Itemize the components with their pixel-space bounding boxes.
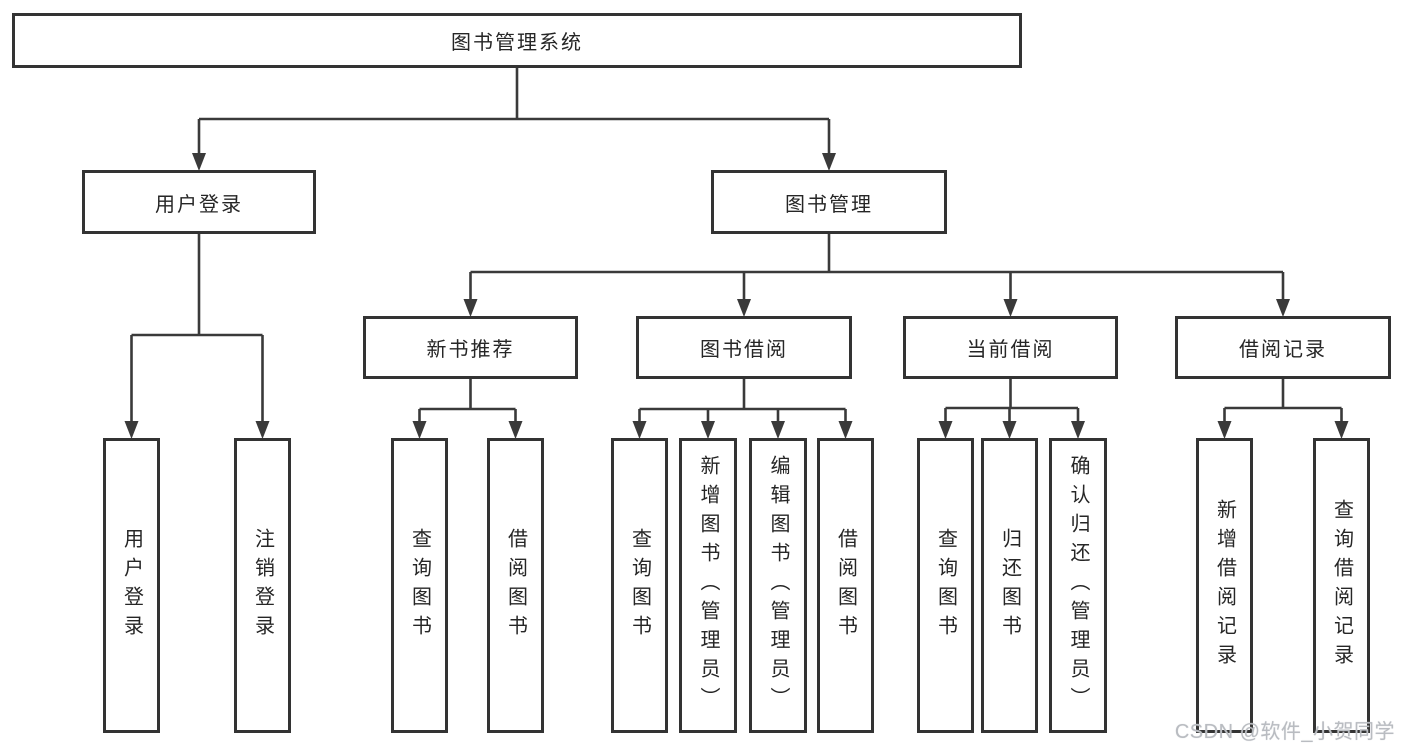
- node-leaf-confirm-return: 确认归还（管理员）: [1049, 438, 1107, 733]
- node-label: 用户登录: [155, 193, 243, 216]
- arrowhead-icon: [192, 153, 206, 171]
- node-label: 查询图书: [628, 527, 651, 644]
- arrowhead-icon: [938, 421, 953, 439]
- node-current: 当前借阅: [903, 316, 1118, 379]
- arrowhead-icon: [771, 421, 785, 439]
- node-leaf-user-login: 用户登录: [103, 438, 160, 733]
- arrowhead-icon: [838, 421, 853, 439]
- arrowhead-icon: [1276, 299, 1290, 317]
- node-label: 查询图书: [934, 527, 957, 644]
- node-borrow: 图书借阅: [636, 316, 852, 379]
- node-leaf-query-book-2: 查询图书: [611, 438, 668, 733]
- node-leaf-query-book-1: 查询图书: [391, 438, 448, 733]
- node-label: 图书借阅: [700, 339, 788, 361]
- node-leaf-query-book-3: 查询图书: [917, 438, 974, 733]
- node-leaf-edit-book: 编辑图书（管理员）: [749, 438, 807, 733]
- arrowhead-icon: [1003, 299, 1018, 317]
- arrowhead-icon: [737, 299, 751, 317]
- arrowhead-icon: [1217, 421, 1232, 439]
- node-label: 归还图书: [998, 527, 1021, 644]
- arrowhead-icon: [412, 421, 427, 439]
- node-mgmt: 图书管理: [711, 170, 947, 234]
- node-leaf-logout: 注销登录: [234, 438, 291, 733]
- node-rec: 新书推荐: [363, 316, 578, 379]
- arrowhead-icon: [701, 421, 715, 439]
- node-label: 注销登录: [251, 527, 274, 644]
- arrowhead-icon: [1071, 421, 1085, 439]
- arrowhead-icon: [632, 421, 647, 439]
- csdn-watermark: CSDN @软件_小贺同学: [1174, 721, 1395, 743]
- node-leaf-add-book: 新增图书（管理员）: [679, 438, 737, 733]
- node-label: 查询借阅记录: [1330, 498, 1353, 673]
- node-login: 用户登录: [82, 170, 316, 234]
- node-leaf-query-record: 查询借阅记录: [1313, 438, 1370, 733]
- node-label: 新增借阅记录: [1213, 498, 1236, 673]
- node-label: 新书推荐: [426, 339, 515, 361]
- node-label: 图书管理系统: [451, 32, 583, 54]
- arrowhead-icon: [508, 421, 523, 439]
- arrowhead-icon: [255, 421, 270, 439]
- node-leaf-add-record: 新增借阅记录: [1196, 438, 1253, 733]
- arrowhead-icon: [124, 421, 139, 439]
- node-label: 用户登录: [120, 527, 143, 644]
- node-label: 借阅图书: [834, 527, 857, 644]
- node-label: 确认归还（管理员）: [1067, 455, 1089, 716]
- arrowhead-icon: [1002, 421, 1017, 439]
- node-label: 图书管理: [785, 193, 873, 216]
- node-leaf-borrow-book-2: 借阅图书: [817, 438, 874, 733]
- node-root: 图书管理系统: [12, 13, 1022, 68]
- arrowhead-icon: [822, 153, 836, 171]
- node-label: 查询图书: [408, 527, 431, 644]
- node-label: 借阅记录: [1239, 339, 1327, 361]
- arrowhead-icon: [1334, 421, 1349, 439]
- node-leaf-borrow-book-1: 借阅图书: [487, 438, 544, 733]
- node-leaf-return-book: 归还图书: [981, 438, 1038, 733]
- node-label: 新增图书（管理员）: [697, 455, 719, 716]
- node-label: 当前借阅: [966, 339, 1055, 361]
- node-label: 编辑图书（管理员）: [767, 455, 789, 716]
- arrowhead-icon: [463, 299, 478, 317]
- node-label: 借阅图书: [504, 527, 527, 644]
- node-record: 借阅记录: [1175, 316, 1391, 379]
